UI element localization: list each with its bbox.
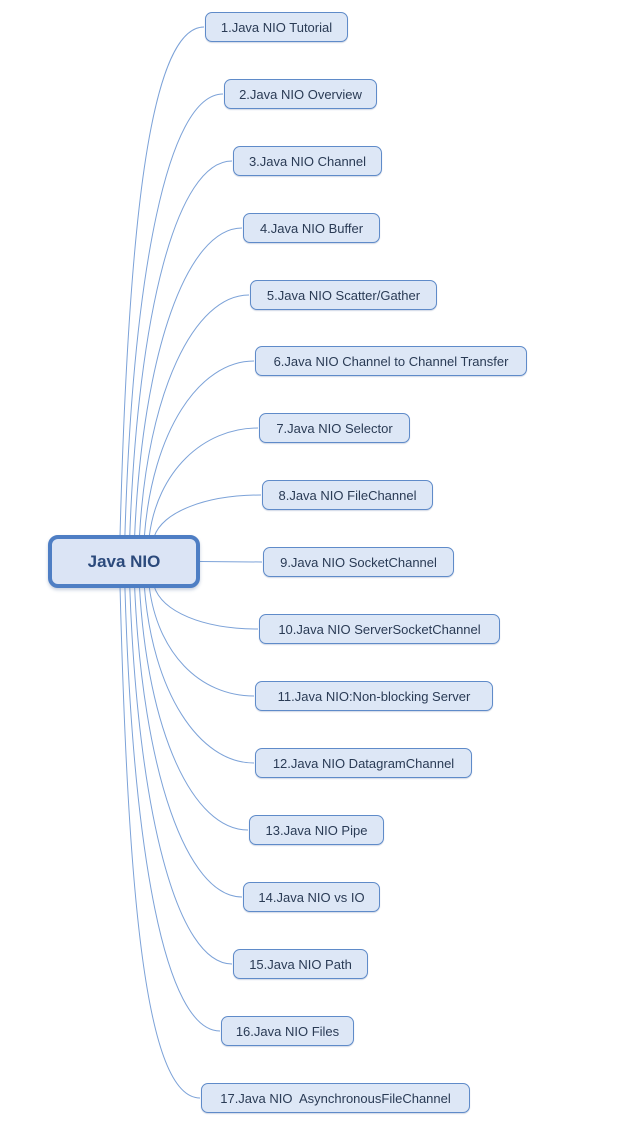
edge-line: [199, 561, 263, 563]
node-4-java-nio-buffer[interactable]: 4.Java NIO Buffer: [243, 213, 380, 243]
edge-line: [129, 160, 233, 538]
edge-line: [153, 494, 262, 538]
edge-line: [143, 585, 255, 764]
node-12-java-nio-datagramchannel[interactable]: 12.Java NIO DatagramChannel: [255, 748, 472, 778]
node-7-java-nio-selector[interactable]: 7.Java NIO Selector: [259, 413, 410, 443]
node-1-java-nio-tutorial[interactable]: 1.Java NIO Tutorial: [205, 12, 348, 42]
node-8-java-nio-filechannel[interactable]: 8.Java NIO FileChannel: [262, 480, 433, 510]
node-2-java-nio-overview[interactable]: 2.Java NIO Overview: [224, 79, 377, 109]
root-node-java-nio[interactable]: Java NIO: [48, 535, 200, 588]
node-6-java-nio-channel-to-channel[interactable]: 6.Java NIO Channel to Channel Transfer: [255, 346, 527, 376]
node-16-java-nio-files[interactable]: 16.Java NIO Files: [221, 1016, 354, 1046]
edge-line: [134, 585, 243, 898]
node-17-java-nio-asynchronousfilechannel[interactable]: 17.Java NIO AsynchronousFileChannel: [201, 1083, 470, 1113]
edge-line: [148, 585, 255, 697]
edge-line: [124, 585, 221, 1032]
node-15-java-nio-path[interactable]: 15.Java NIO Path: [233, 949, 368, 979]
edge-line: [124, 93, 224, 538]
node-11-java-nio-non-blocking-server[interactable]: 11.Java NIO:Non-blocking Server: [255, 681, 493, 711]
node-14-java-nio-vs-io[interactable]: 14.Java NIO vs IO: [243, 882, 380, 912]
edge-line: [148, 427, 259, 538]
node-9-java-nio-socketchannel[interactable]: 9.Java NIO SocketChannel: [263, 547, 454, 577]
node-10-java-nio-serversocketchannel[interactable]: 10.Java NIO ServerSocketChannel: [259, 614, 500, 644]
edge-line: [153, 585, 259, 630]
edge-line: [119, 26, 205, 538]
edge-line: [138, 294, 250, 538]
edge-line: [134, 227, 243, 538]
node-13-java-nio-pipe[interactable]: 13.Java NIO Pipe: [249, 815, 384, 845]
node-5-java-nio-scatter-gather[interactable]: 5.Java NIO Scatter/Gather: [250, 280, 437, 310]
edge-line: [129, 585, 233, 965]
edge-line: [138, 585, 249, 831]
edge-line: [143, 360, 255, 538]
edge-line: [119, 585, 201, 1099]
node-3-java-nio-channel[interactable]: 3.Java NIO Channel: [233, 146, 382, 176]
